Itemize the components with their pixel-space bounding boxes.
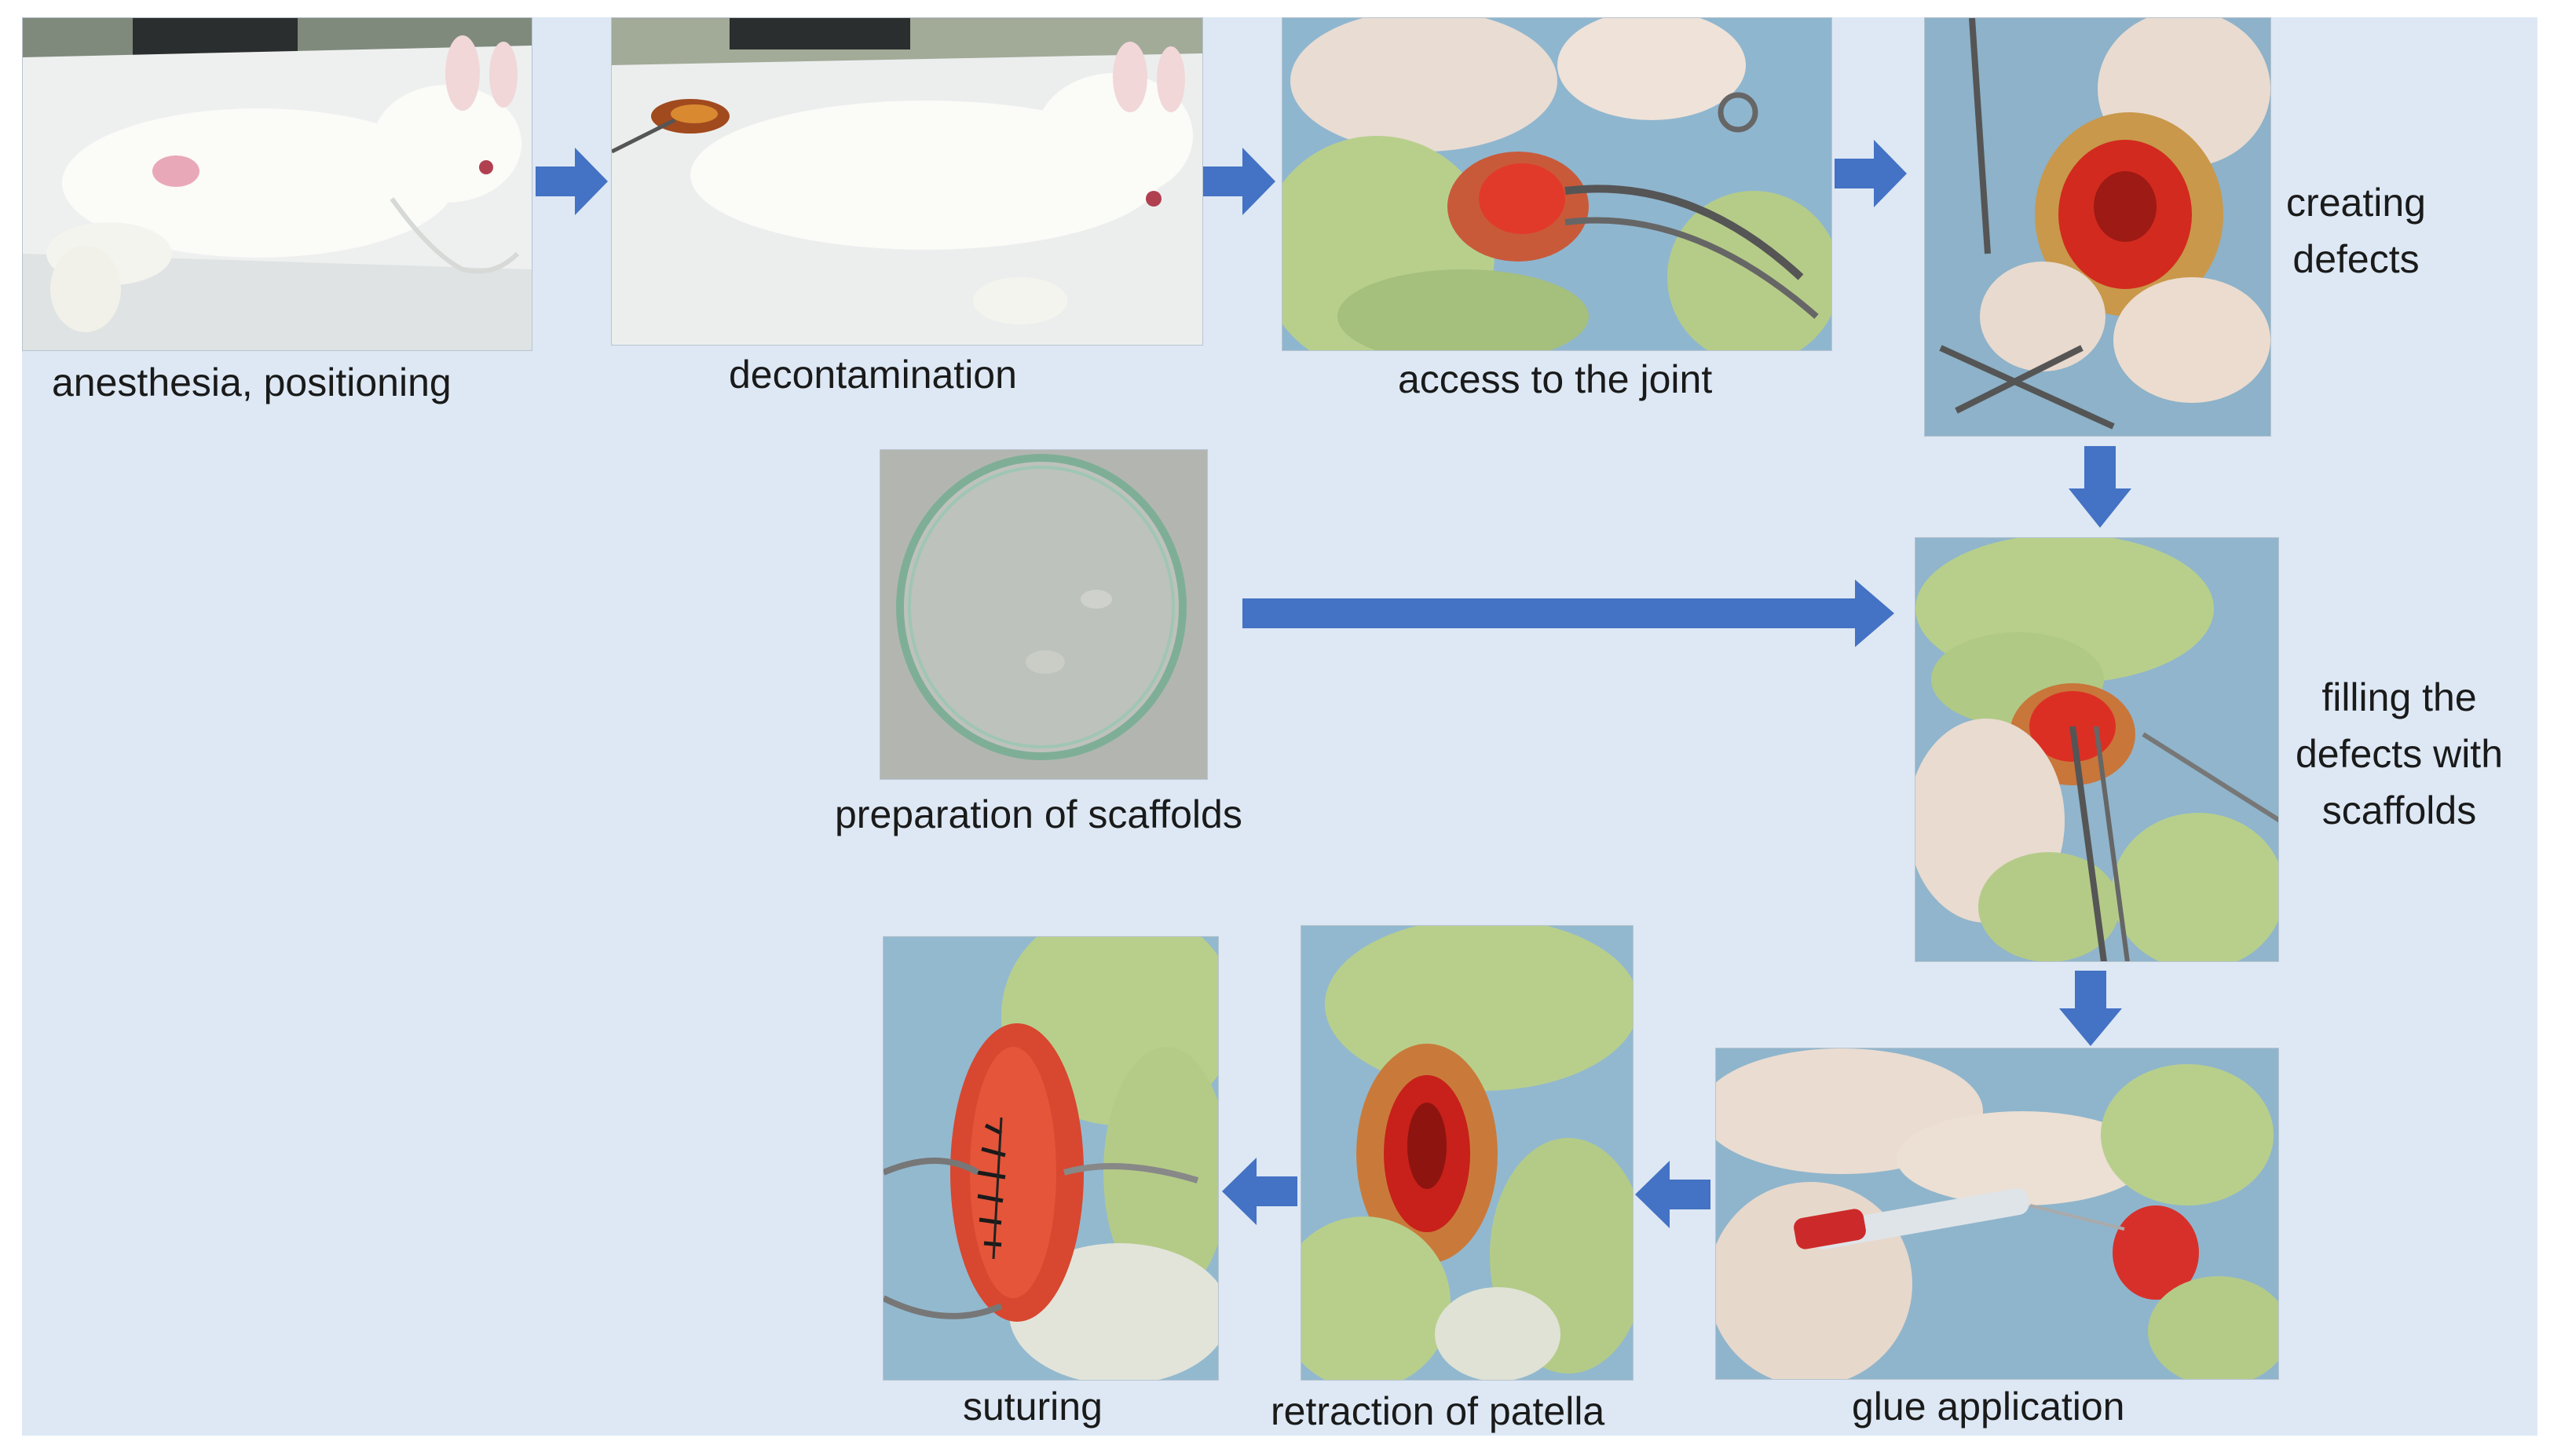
suturing-photo <box>883 936 1219 1381</box>
retraction-photo <box>1301 925 1634 1381</box>
preparation-caption: preparation of scaffolds <box>835 792 1242 836</box>
arrow-down-2 <box>2059 971 2122 1046</box>
filling-photo <box>1915 537 2279 962</box>
suturing-caption: suturing <box>963 1385 1103 1429</box>
arrow-right-3 <box>1835 140 1907 207</box>
creating-defects-caption: creating defects <box>2286 181 2426 281</box>
creating-defects-photo <box>1924 17 2271 437</box>
glue-caption: glue application <box>1852 1385 2125 1429</box>
arrow-right-long <box>1242 580 1894 647</box>
retraction-caption: retraction of patella <box>1271 1389 1605 1433</box>
access-photo <box>1282 17 1832 351</box>
arrow-left-1 <box>1635 1161 1710 1228</box>
arrow-right-1 <box>536 148 608 215</box>
anesthesia-photo <box>22 17 532 351</box>
filling-caption: filling the defects with scaffolds <box>2295 675 2503 832</box>
arrow-down-1 <box>2069 446 2131 528</box>
decontamination-photo <box>611 17 1203 346</box>
decontamination-caption: decontamination <box>729 353 1017 397</box>
arrow-right-2 <box>1203 148 1275 215</box>
access-caption: access to the joint <box>1398 357 1713 401</box>
anesthesia-caption: anesthesia, positioning <box>52 360 452 404</box>
preparation-photo <box>880 449 1208 780</box>
arrow-left-2 <box>1222 1158 1297 1225</box>
glue-photo <box>1715 1048 2279 1380</box>
